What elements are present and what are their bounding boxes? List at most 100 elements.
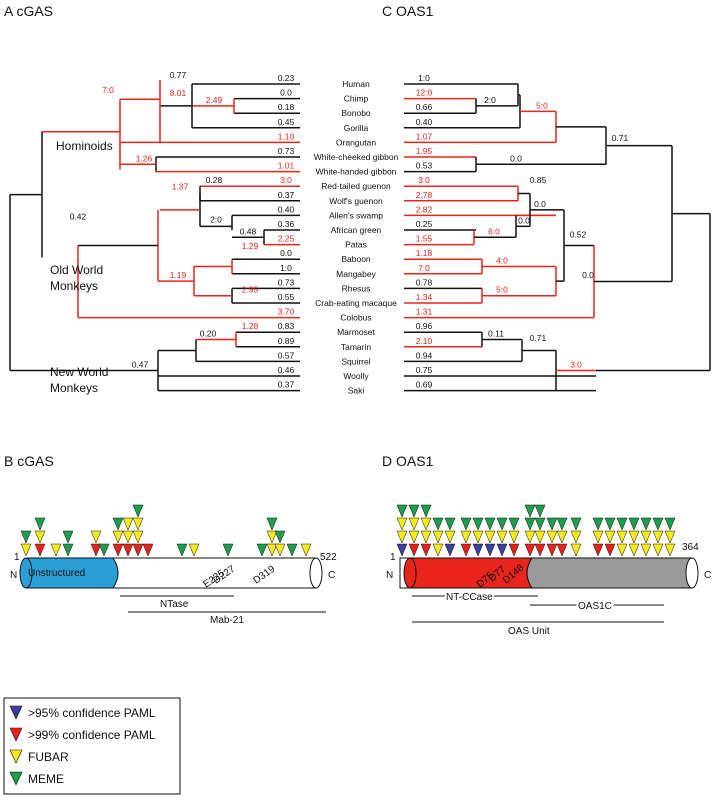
cgas-site-marker-7-2 xyxy=(122,543,134,557)
tree-a-tip-value-18: 0.89 xyxy=(278,336,295,346)
oas1-site-marker-4-0 xyxy=(444,517,456,531)
oas1-site-marker-8-2 xyxy=(496,543,508,557)
tree-c-nwm-value: 3:0 xyxy=(570,360,582,370)
unstructured-region xyxy=(25,557,119,589)
tree-c-hg-value: 5:0 xyxy=(536,100,548,110)
tree-a-tip-value-7: 3:0 xyxy=(280,175,292,185)
tree-a-pap-value: 1.19 xyxy=(170,270,187,280)
tree-c-cb-value: 2:0 xyxy=(484,95,496,105)
oas1c-region xyxy=(526,557,693,589)
oas1-site-marker-5-0 xyxy=(460,517,472,531)
oas1-site-marker-1-3 xyxy=(408,543,420,557)
cgas-site-marker-4-1 xyxy=(90,543,102,557)
panel-c-label: C OAS1 xyxy=(382,3,434,19)
cgas-site-marker-8-0 xyxy=(132,504,144,518)
oas1-site-marker-10-2 xyxy=(524,530,536,544)
oas1-site-marker-7-0 xyxy=(484,517,496,531)
cgas-site-marker-7-1 xyxy=(122,530,134,544)
cgas-site-marker-4-0 xyxy=(90,530,102,544)
tree-c-tip-value-9: 2.82 xyxy=(416,204,433,214)
tree-c-tip-value-17: 0.96 xyxy=(416,321,433,331)
oas1-site-marker-13-2 xyxy=(556,543,568,557)
species-label-15: Crab-eating macaque xyxy=(315,298,397,308)
oas1-site-marker-19-0 xyxy=(640,517,652,531)
tree-a-tip-value-15: 0.55 xyxy=(278,292,295,302)
cgas-site-markers xyxy=(20,504,312,557)
cgas-site-marker-5-0 xyxy=(98,543,110,557)
oas1-site-marker-0-1 xyxy=(396,517,408,531)
oas1-protein-diagram: N C 1 364 D75 D77 D148 NT-CCase OAS1C OA… xyxy=(386,542,711,637)
tree-a-tip-value-16: 3.70 xyxy=(278,307,295,317)
cgas-site-marker-6-1 xyxy=(112,530,124,544)
tree-a-rg-value: 0.28 xyxy=(206,175,223,185)
legend-green-triangle xyxy=(9,771,23,786)
oas1-site-marker-10-0 xyxy=(524,504,536,518)
tree-c-ag-value: 0.0 xyxy=(518,215,530,225)
oas1-site-marker-4-2 xyxy=(444,543,456,557)
oas1-site-marker-12-2 xyxy=(546,543,558,557)
tree-c-tip-value-20: 0.75 xyxy=(416,365,433,375)
ntase-label: NTase xyxy=(160,599,189,610)
cgas-site-marker-12-0 xyxy=(222,543,234,557)
species-label-0: Human xyxy=(342,79,370,89)
oas1-site-marker-1-1 xyxy=(408,517,420,531)
legend-red-triangle xyxy=(9,727,23,742)
oas1-end-residue: 364 xyxy=(682,542,699,553)
tree-a-hom-value: 7:0 xyxy=(102,85,114,95)
tree-c-tip-value-0: 1:0 xyxy=(418,73,430,83)
tree-a-bm-value: 1.29 xyxy=(242,241,259,251)
cgas-site-marker-13-0 xyxy=(256,543,268,557)
oas-unit-label: OAS Unit xyxy=(508,626,550,637)
species-label-14: Rhesus xyxy=(342,283,371,293)
cgas-protein-diagram: Unstructured N C 1 522 E225 D227 D319 NT… xyxy=(10,552,337,626)
tree-a-tip-value-9: 0.40 xyxy=(278,204,295,214)
legend-label-99-paml: >99% confidence PAML xyxy=(28,728,156,742)
oas1-site-marker-18-2 xyxy=(628,543,640,557)
tree-c-tip-value-1: 12:0 xyxy=(416,88,433,98)
tree-c-tip-value-5: 1.95 xyxy=(416,146,433,156)
cgas-site-marker-14-0 xyxy=(266,517,278,531)
oas1-site-marker-18-0 xyxy=(628,517,640,531)
species-label-21: Saki xyxy=(348,386,365,396)
tree-a-owm-value: 0.42 xyxy=(70,212,87,222)
cgas-site-marker-8-2 xyxy=(132,530,144,544)
tree-c-pap-value: 0.0 xyxy=(582,270,594,280)
oas1-c-cap xyxy=(685,557,699,589)
cgas-site-marker-7-0 xyxy=(122,517,134,531)
tree-c-tip-value-6: 0.53 xyxy=(416,161,433,171)
cgas-site-marker-3-1 xyxy=(62,543,74,557)
oas1-site-marker-17-2 xyxy=(616,543,628,557)
species-label-2: Bonobo xyxy=(341,108,371,118)
cgas-end-residue: 522 xyxy=(320,552,337,563)
species-label-6: White-handed gibbon xyxy=(316,167,397,177)
species-label-3: Gorilla xyxy=(344,123,369,133)
cgas-site-marker-0-0 xyxy=(20,530,32,544)
panel-b-label: B cGAS xyxy=(4,453,54,469)
tree-c-owm-value: 0.52 xyxy=(570,230,587,240)
oas1-site-marker-14-1 xyxy=(570,530,582,544)
oas1-site-marker-1-0 xyxy=(408,504,420,518)
tree-c-rc-value: 5:0 xyxy=(496,285,508,295)
oas1-site-marker-2-2 xyxy=(420,530,432,544)
oas1-site-marker-3-0 xyxy=(432,517,444,531)
oas1-site-marker-16-0 xyxy=(604,517,616,531)
cgas-site-marker-6-2 xyxy=(112,543,124,557)
tree-c-tip-value-14: 0.78 xyxy=(416,277,433,287)
tree-a-tip-value-19: 0.57 xyxy=(278,350,295,360)
tree-c-nwma-value: 0.71 xyxy=(530,333,547,343)
cgas-n-cap xyxy=(19,557,33,589)
tree-a-tip-value-8: 0.37 xyxy=(278,190,295,200)
panel-d-label: D OAS1 xyxy=(382,453,434,469)
oas1-site-marker-6-1 xyxy=(472,530,484,544)
group-label-new-world: New World xyxy=(50,365,108,379)
cgas-site-marker-10-0 xyxy=(176,543,188,557)
oas1-site-marker-4-1 xyxy=(444,530,456,544)
oas1-n-cap xyxy=(403,557,417,589)
legend: >95% confidence PAML >99% confidence PAM… xyxy=(3,697,181,795)
tree-a-tip-value-12: 0.0 xyxy=(280,248,292,258)
species-label-17: Marmoset xyxy=(337,327,375,337)
oas1-site-marker-21-2 xyxy=(664,543,676,557)
tree-c-tip-value-4: 1.07 xyxy=(416,131,433,141)
tree-a-tip-value-0: 0.23 xyxy=(278,73,295,83)
